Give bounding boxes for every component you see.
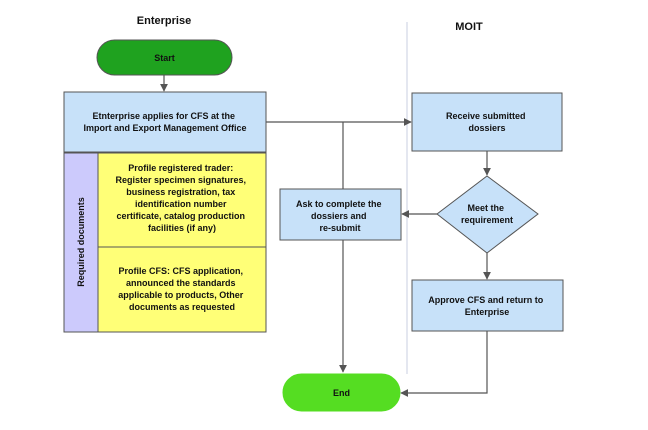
- lane-title-enterprise: Enterprise: [137, 15, 191, 27]
- profile-cfs-line: documents as requested: [129, 302, 235, 312]
- ask-line: re-submit: [319, 223, 360, 233]
- ask-line: dossiers and: [311, 211, 367, 221]
- requirement-decision: [436, 175, 539, 254]
- lane-title-moit: MOIT: [455, 21, 483, 33]
- receive-line: Receive submitted: [446, 111, 526, 121]
- profile-cfs-box: [97, 246, 267, 333]
- profile-cfs-line: announced the standards: [126, 278, 236, 288]
- approve-line: Enterprise: [465, 307, 510, 317]
- approve-line: Approve CFS and return to: [428, 295, 544, 305]
- apply-process-box: [63, 91, 267, 153]
- arrow-approve-to-end: [400, 331, 488, 397]
- decision-line: Meet the: [467, 203, 504, 213]
- end-label: End: [333, 388, 350, 398]
- profile-trader-line: certificate, catalog production: [116, 211, 245, 221]
- approve-text: Approve CFS and return to Enterprise: [428, 295, 546, 317]
- ask-line: Ask to complete the: [296, 199, 382, 209]
- decision-text: Meet the requirement: [461, 203, 513, 225]
- profile-trader-line: facilities (if any): [148, 223, 216, 233]
- required-documents-label-box: [63, 152, 99, 333]
- ask-resubmit-box: [279, 188, 402, 241]
- end-terminal: [282, 373, 401, 412]
- profile-trader-line: business registration, tax: [126, 187, 235, 197]
- profile-trader-line: Profile registered trader:: [128, 163, 233, 173]
- profile-trader-line: identification number: [135, 199, 227, 209]
- apply-line: Etnterprise applies for CFS at the: [92, 111, 235, 121]
- start-label: Start: [154, 53, 175, 63]
- receive-line: dossiers: [468, 123, 505, 133]
- profile-cfs-line: applicable to products, Other: [118, 290, 244, 300]
- approve-process-box: [411, 279, 564, 332]
- decision-line: requirement: [461, 215, 513, 225]
- profile-trader-text: Profile registered trader: Register spec…: [115, 163, 248, 233]
- apply-line: Import and Export Management Office: [83, 123, 246, 133]
- apply-text: Etnterprise applies for CFS at the Impor…: [83, 111, 246, 133]
- ask-text: Ask to complete the dossiers and re-subm…: [296, 199, 384, 233]
- receive-process-box: [411, 92, 563, 152]
- required-documents-label: Required documents: [76, 197, 86, 287]
- profile-cfs-text: Profile CFS: CFS application, announced …: [118, 266, 246, 312]
- profile-trader-line: Register specimen signatures,: [115, 175, 246, 185]
- start-terminal: [96, 39, 233, 76]
- profile-trader-box: [97, 152, 267, 248]
- profile-cfs-line: Profile CFS: CFS application,: [118, 266, 243, 276]
- receive-text: Receive submitted dossiers: [446, 111, 528, 133]
